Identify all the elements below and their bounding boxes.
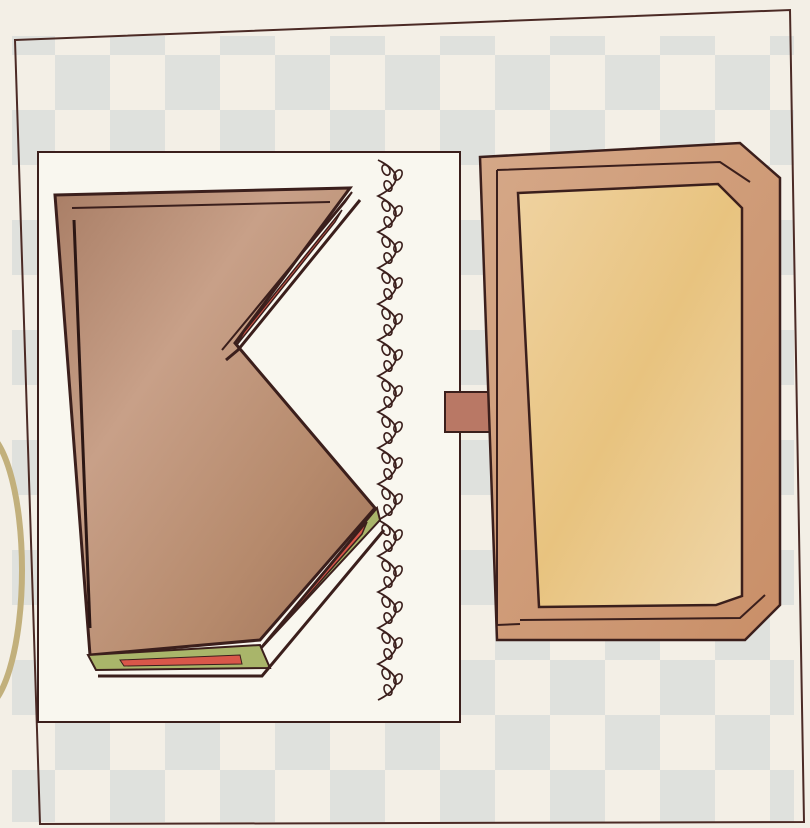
tray-inner: [518, 184, 742, 607]
tray-icon: [480, 143, 780, 640]
